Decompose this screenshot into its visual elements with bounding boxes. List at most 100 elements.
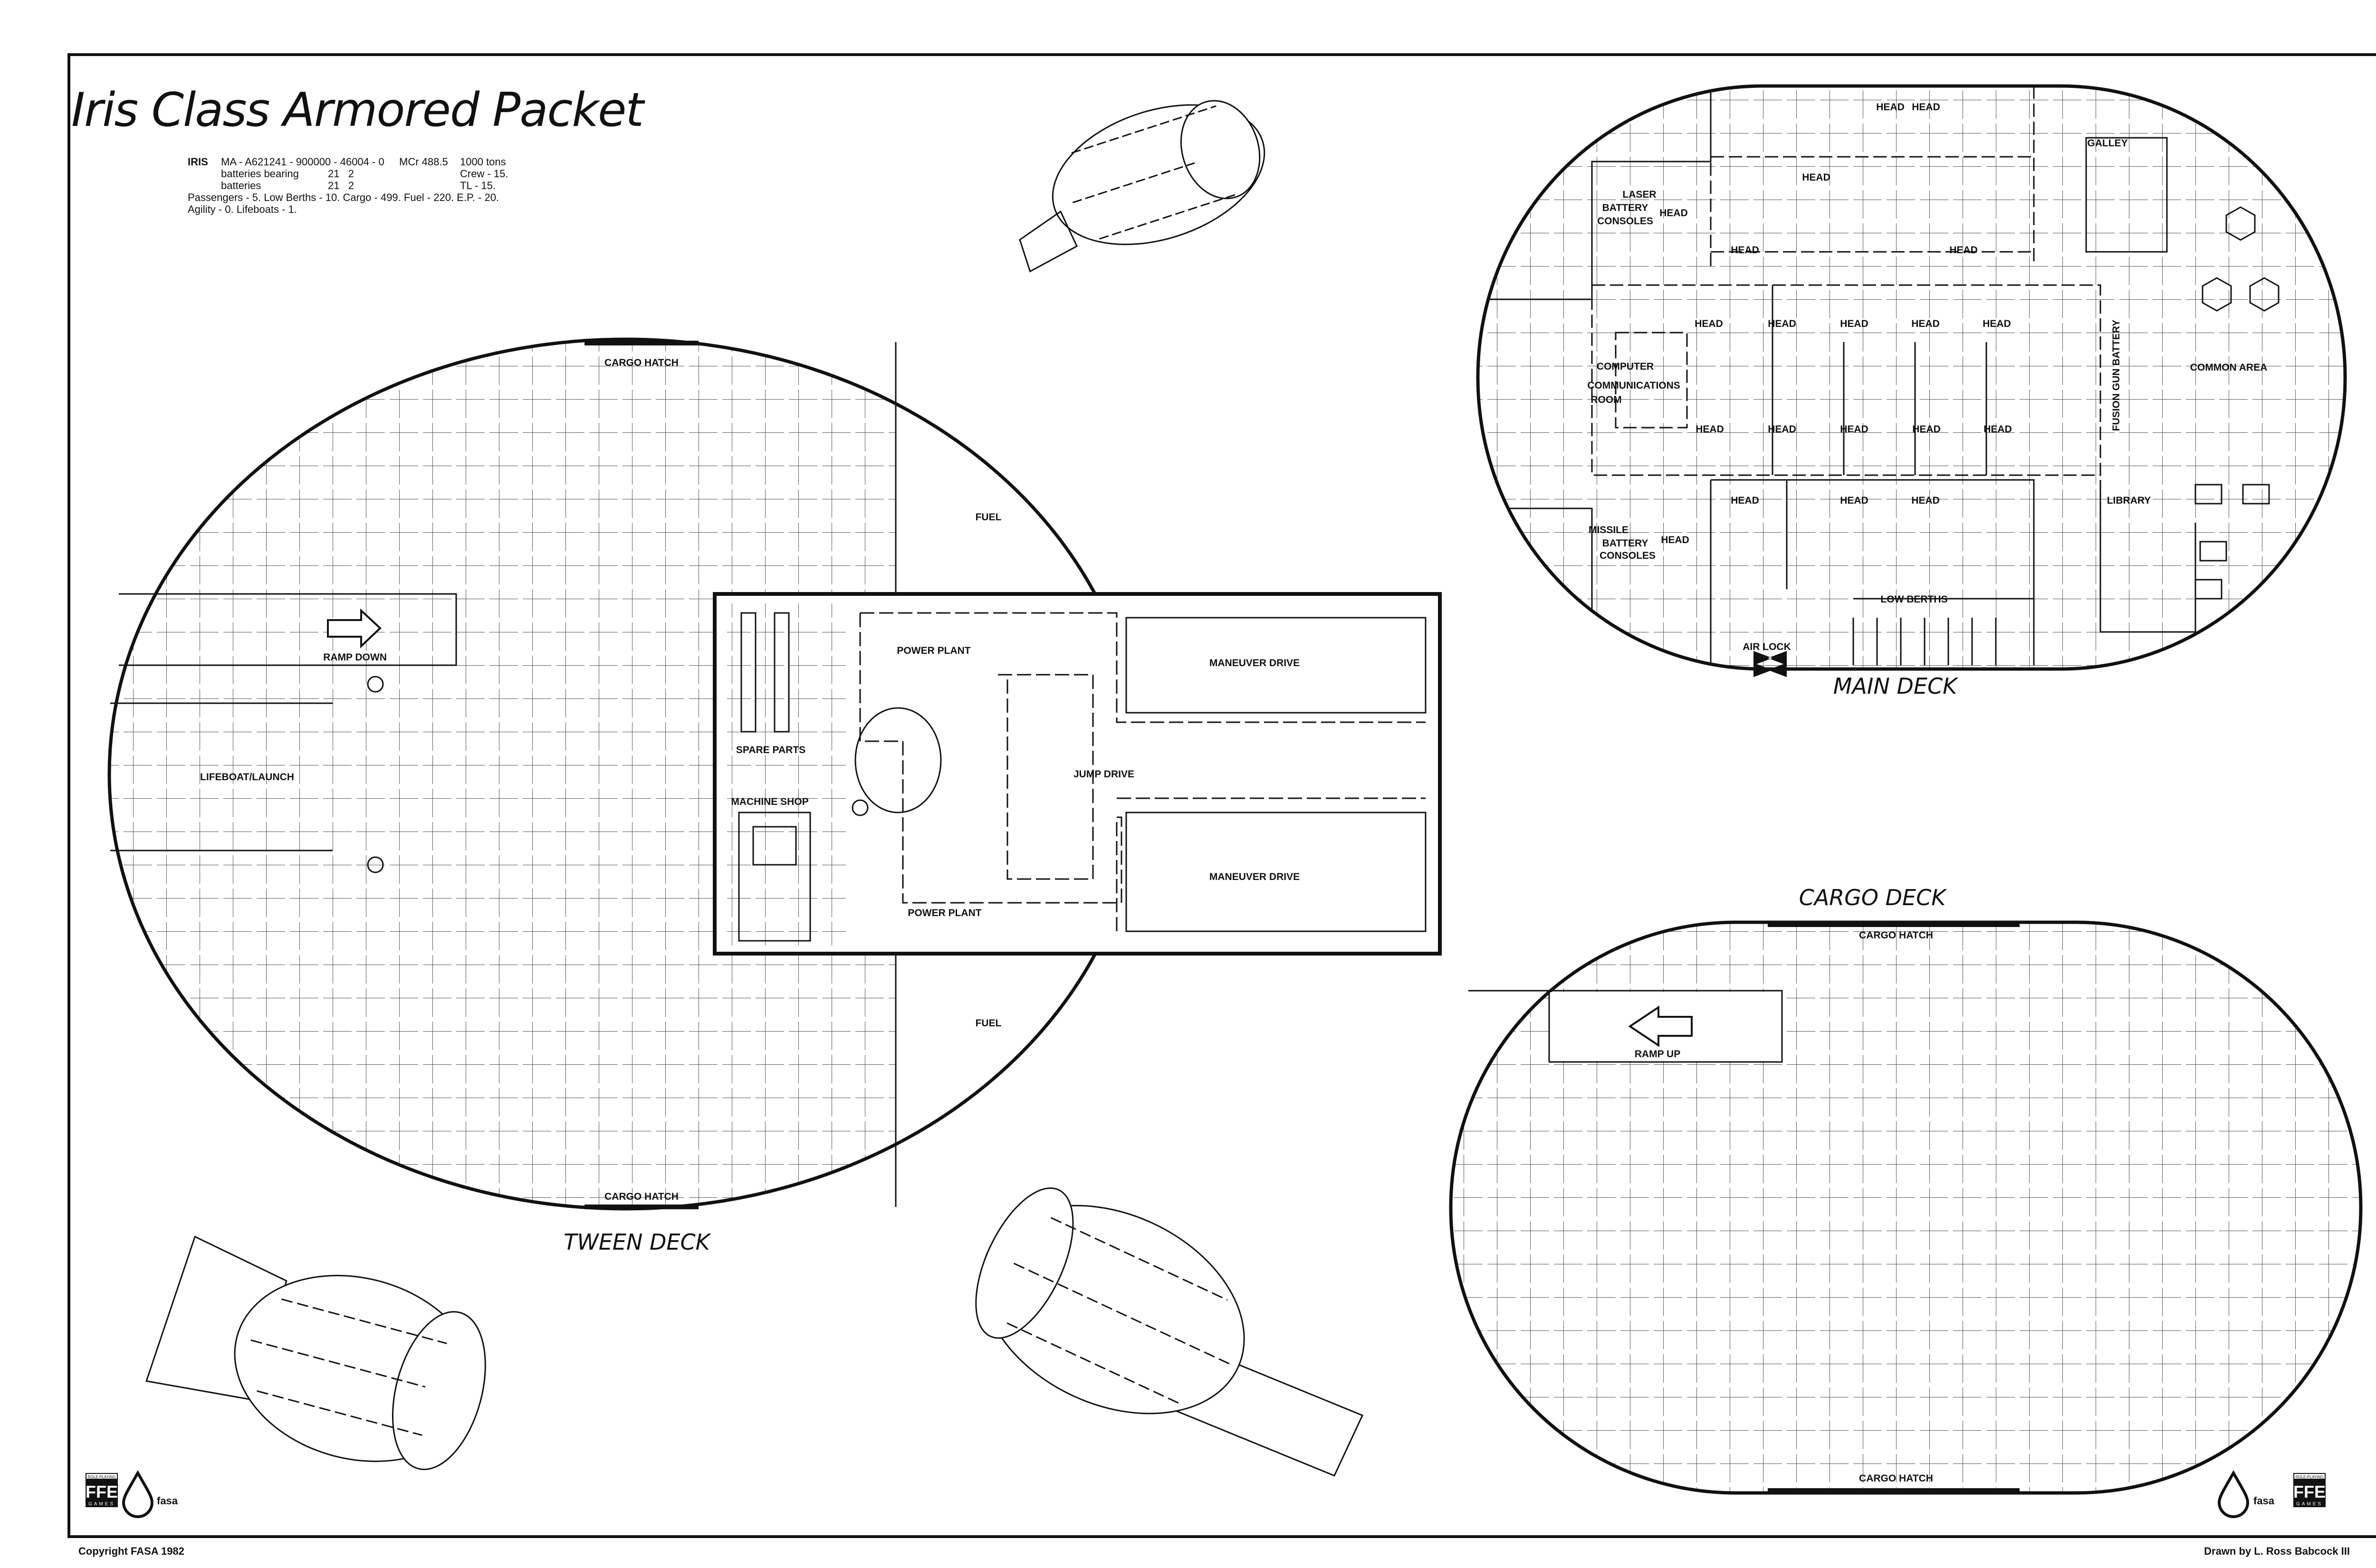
stats-batteries: batteries [221, 180, 261, 191]
label-head: HEAD [1912, 102, 1940, 113]
label-head: HEAD [1983, 424, 2012, 435]
label-head: HEAD [1983, 318, 2011, 329]
ship-illustration-top [1019, 100, 1265, 273]
label-cargo-hatch-bottom: CARGO HATCH [604, 1191, 679, 1202]
label-cargo-hatch-top: CARGO HATCH [604, 357, 679, 368]
label-machine-shop: MACHINE SHOP [731, 796, 808, 807]
label-head: HEAD [1876, 102, 1905, 113]
ffe-logo-main-text: FFE [2293, 1482, 2326, 1501]
label-head: HEAD [1768, 424, 1796, 435]
airlock-icons [1753, 651, 1787, 677]
label-head: HEAD [1768, 318, 1796, 329]
copyright-text: Copyright FASA 1982 [78, 1545, 184, 1557]
stats-batteries-bearing: batteries bearing [221, 168, 299, 180]
label-air-lock: AIR LOCK [1743, 641, 1791, 652]
stats-crew: Crew - 15. [460, 168, 508, 180]
label-fuel-top: FUEL [976, 512, 1002, 523]
label-missile-battery-consoles: BATTERY [1602, 538, 1648, 549]
label-power-plant-bottom: POWER PLANT [908, 908, 981, 918]
stats-batteries-values: 21 2 [328, 180, 354, 191]
cargo-deck-title: CARGO DECK [1799, 885, 1948, 910]
label-laser-battery-consoles: CONSOLES [1597, 216, 1653, 227]
label-head: HEAD [1661, 535, 1689, 545]
ship-illustration-bottom-center [975, 1187, 1364, 1477]
tween-deck-title: TWEEN DECK [564, 1229, 711, 1255]
label-low-berths: LOW BERTHS [1880, 594, 1947, 605]
cargo-deck: CARGO HATCH CARGO HATCH RAMP UP CARGO DE… [1449, 885, 2363, 1495]
label-head: HEAD [1840, 495, 1868, 506]
label-missile-battery-consoles: CONSOLES [1600, 550, 1656, 561]
stats-code: MA - A621241 - 900000 - 46004 - 0 [221, 156, 384, 168]
power-plant-core [854, 707, 942, 813]
label-head: HEAD [1912, 424, 1941, 435]
label-head: HEAD [1695, 318, 1723, 329]
main-deck: GALLEY LASER BATTERY CONSOLES COMPUTER C… [1476, 84, 2347, 699]
main-deck-hull [1476, 84, 2347, 671]
ffe-logo-right: ROLE-PLAYING FFE GAMES [2293, 1473, 2326, 1507]
label-fuel-bottom: FUEL [976, 1018, 1002, 1029]
ffe-logo-top-text: ROLE-PLAYING [88, 1475, 116, 1479]
hatch-icon [367, 856, 384, 873]
label-jump-drive: JUMP DRIVE [1073, 769, 1134, 780]
label-head: HEAD [1696, 424, 1724, 435]
stats-tonnage: 1000 tons [460, 156, 506, 168]
label-library: LIBRARY [2107, 495, 2151, 506]
label-ramp-up: RAMP UP [1635, 1049, 1680, 1060]
hatch-icon [852, 799, 869, 816]
label-common-area: COMMON AREA [2190, 362, 2268, 373]
label-cargo-hatch-top: CARGO HATCH [1859, 930, 1933, 941]
label-head: HEAD [1731, 245, 1759, 256]
label-ramp-down: RAMP DOWN [323, 652, 387, 663]
ffe-logo-left: ROLE-PLAYING FFE GAMES [86, 1473, 118, 1507]
fasa-drop-icon [122, 1470, 154, 1518]
fasa-logo-text: fasa [157, 1495, 178, 1507]
stats-tl: TL - 15. [460, 180, 496, 191]
fasa-logo-right: fasa [2217, 1470, 2275, 1518]
label-head: HEAD [1911, 318, 1940, 329]
stats-cost: MCr 488.5 [399, 156, 448, 168]
label-head: HEAD [1911, 495, 1940, 506]
common-area-tables [2194, 206, 2280, 600]
ffe-logo-bottom-text: GAMES [88, 1501, 115, 1507]
main-deck-title: MAIN DECK [1833, 673, 1959, 699]
tween-deck: CARGO HATCH CARGO HATCH FUEL FUEL RAMP D… [107, 337, 1442, 1255]
label-lifeboat-launch: LIFEBOAT/LAUNCH [200, 772, 294, 783]
label-communications-room: COMMUNICATIONS [1587, 380, 1680, 391]
label-head: HEAD [1802, 172, 1830, 183]
label-maneuver-drive-bottom: MANEUVER DRIVE [1209, 871, 1300, 882]
ramp-down-arrow-icon [327, 608, 382, 649]
ramp-up-arrow-icon [1628, 1005, 1693, 1047]
label-laser-battery-consoles: LASER [1622, 189, 1656, 200]
main-deck-labels: GALLEY LASER BATTERY CONSOLES COMPUTER C… [1587, 102, 2267, 652]
ffe-logo-top-text: ROLE-PLAYING [2296, 1475, 2324, 1479]
ship-illustration-bottom-left [145, 1235, 486, 1470]
label-head: HEAD [1840, 318, 1868, 329]
label-missile-battery-consoles: MISSILE [1589, 525, 1629, 535]
fasa-logo-text: fasa [2253, 1495, 2275, 1507]
label-head: HEAD [1731, 495, 1759, 506]
label-fusion-gun-battery: FUSION GUN BATTERY [2111, 320, 2122, 431]
label-galley: GALLEY [2087, 138, 2127, 149]
label-spare-parts: SPARE PARTS [736, 745, 805, 755]
fasa-drop-icon [2217, 1470, 2250, 1518]
label-head: HEAD [1659, 208, 1688, 219]
ship-stats: IRIS MA - A621241 - 900000 - 46004 - 0 M… [188, 156, 508, 215]
artist-credit: Drawn by L. Ross Babcock III [2204, 1545, 2350, 1557]
label-power-plant-top: POWER PLANT [897, 645, 970, 656]
ffe-logo-main-text: FFE [86, 1482, 118, 1501]
label-communications-room: ROOM [1590, 394, 1621, 405]
stats-capacities: Passengers - 5. Low Berths - 10. Cargo -… [188, 191, 499, 203]
stats-agility: Agility - 0. Lifeboats - 1. [188, 203, 297, 215]
label-head: HEAD [1949, 245, 1978, 256]
stats-ship: IRIS [188, 156, 208, 168]
fasa-logo-left: fasa [122, 1470, 178, 1518]
label-maneuver-drive-top: MANEUVER DRIVE [1209, 658, 1300, 669]
sheet-border [67, 53, 2376, 1538]
label-laser-battery-consoles: BATTERY [1602, 202, 1648, 213]
label-cargo-hatch-bottom: CARGO HATCH [1859, 1473, 1933, 1484]
page-title: Iris Class Armored Packet [71, 83, 645, 137]
label-head: HEAD [1840, 424, 1868, 435]
hatch-icon [367, 676, 384, 693]
ffe-logo-bottom-text: GAMES [2296, 1501, 2323, 1507]
